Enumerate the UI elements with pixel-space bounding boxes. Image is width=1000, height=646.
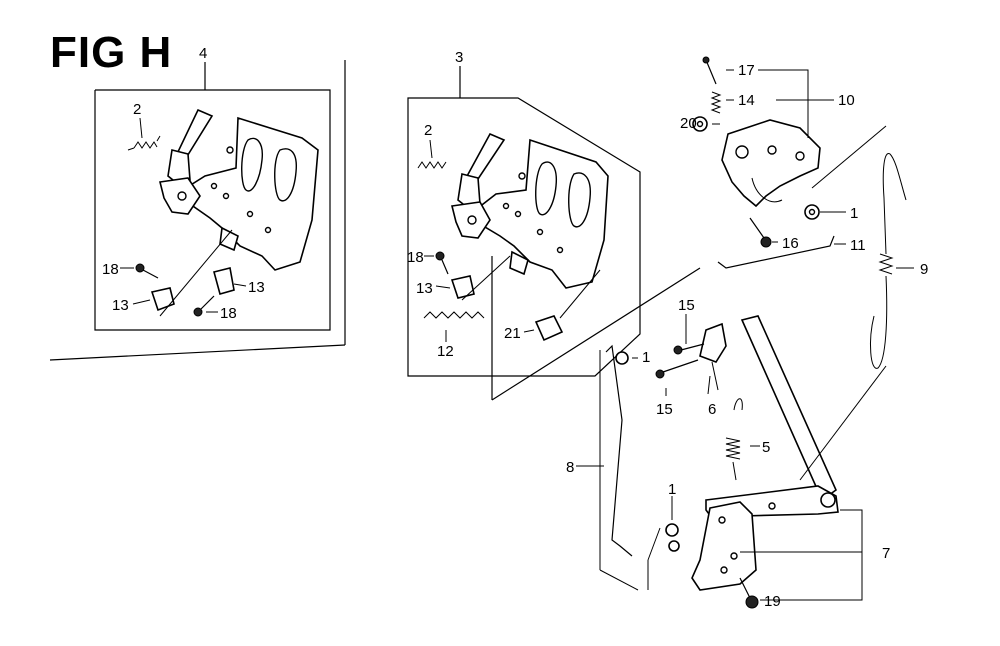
screw-18-icon: [135, 263, 159, 279]
lever-assembly: [576, 314, 887, 609]
callout-13b: 13: [248, 279, 265, 296]
callout-13c: 13: [416, 280, 433, 297]
callout-7: 7: [882, 545, 890, 562]
nut-21-icon: [523, 315, 564, 342]
callout-15b: 15: [656, 401, 673, 418]
callout-2a: 2: [133, 101, 141, 118]
assembly-3: [407, 66, 701, 401]
callout-1c: 1: [668, 481, 676, 498]
callout-5: 5: [762, 439, 770, 456]
governor-assembly: [692, 56, 887, 269]
callout-10: 10: [838, 92, 855, 109]
screw-18c-icon: [435, 251, 449, 275]
callout-9: 9: [920, 261, 928, 278]
spring-12-icon: [423, 311, 485, 342]
callout-3: 3: [455, 49, 463, 66]
callout-15a: 15: [678, 297, 695, 314]
callout-11: 11: [850, 237, 866, 254]
spring-2-icon: [127, 117, 161, 151]
callout-1a: 1: [850, 205, 858, 222]
callout-14: 14: [738, 92, 755, 109]
assembly-4: [49, 60, 346, 361]
callout-13a: 13: [112, 297, 129, 314]
callout-1b: 1: [642, 349, 650, 366]
callout-18b: 18: [220, 305, 237, 322]
callout-19: 19: [764, 593, 781, 610]
callout-18c: 18: [407, 249, 424, 266]
callout-6: 6: [708, 401, 716, 418]
callout-4: 4: [199, 45, 207, 62]
clip-13c-icon: [450, 275, 475, 299]
callout-16: 16: [782, 235, 799, 252]
control-plate-3-icon: [451, 132, 609, 289]
figure-title: FIG H: [50, 28, 173, 77]
callout-12: 12: [437, 343, 454, 360]
callout-18a: 18: [102, 261, 119, 278]
callout-20: 20: [680, 115, 697, 132]
spring-9-icon: [870, 153, 914, 369]
callout-8: 8: [566, 459, 574, 476]
control-plate-icon: [159, 108, 319, 271]
callout-2b: 2: [424, 122, 432, 139]
screw-18b-icon: [193, 295, 215, 317]
callout-21: 21: [504, 325, 521, 342]
clip-13-icon: [150, 267, 235, 312]
callout-17: 17: [738, 62, 755, 79]
spring-2b-icon: [417, 139, 447, 169]
